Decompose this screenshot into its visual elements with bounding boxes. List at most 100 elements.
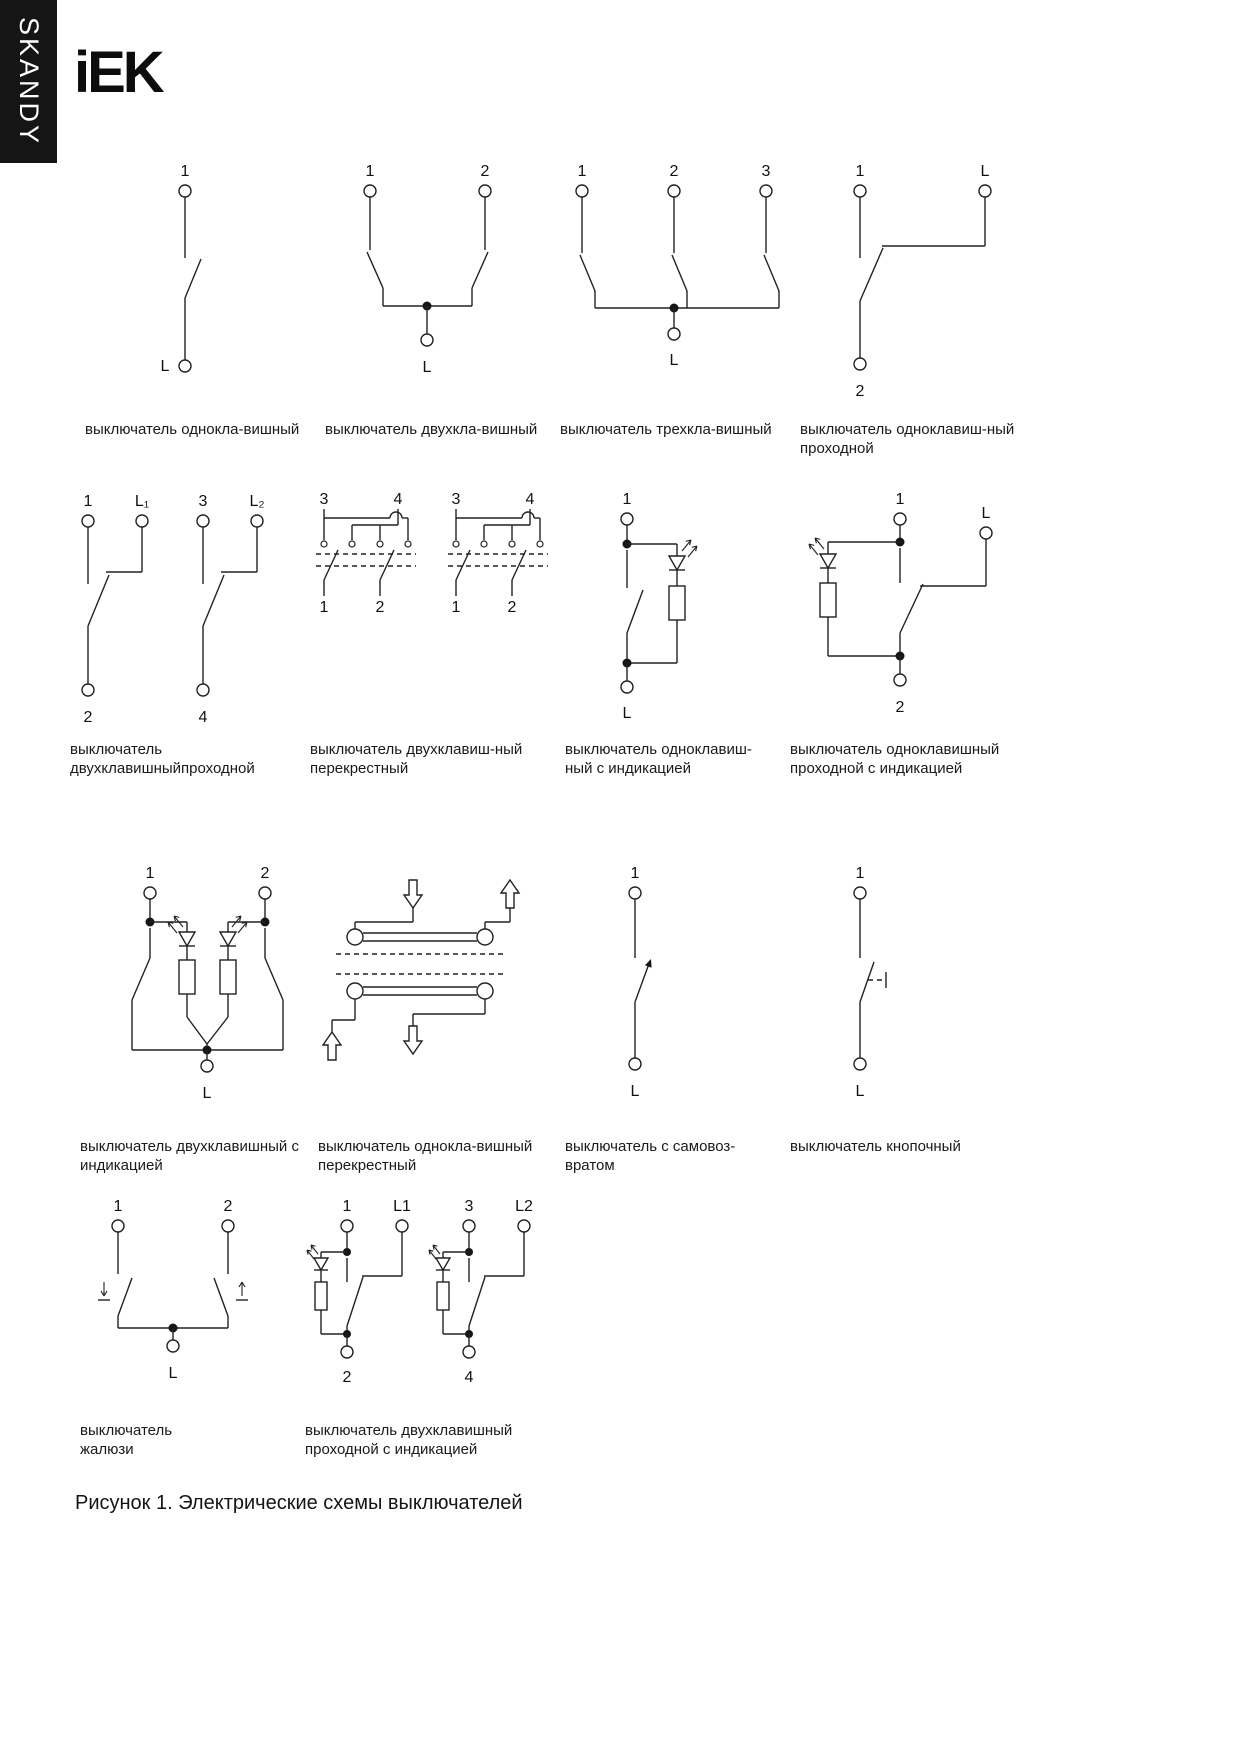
diagram-caption: выключатель одноклавиш-ный проходной bbox=[800, 420, 1030, 458]
diagram-two-gang-with-indicator: 1 2 bbox=[80, 862, 332, 1175]
caption-line: выключатель одноклавишный bbox=[790, 741, 1000, 758]
diagram-caption: выключатель однокла-вишный bbox=[85, 420, 310, 439]
diagram-blinds-switch: 1 2 L выключатель bbox=[80, 1196, 312, 1459]
schematic-three-gang-switch: 1 2 3 L bbox=[575, 163, 780, 369]
terminal-label: 1 bbox=[146, 865, 155, 882]
led-indicator bbox=[167, 915, 197, 948]
terminal-label: 1 bbox=[856, 163, 865, 180]
terminal-label: 2 bbox=[224, 1198, 233, 1215]
terminal-label: 1 bbox=[578, 163, 587, 180]
diagram-caption: выключатель жалюзи bbox=[80, 1421, 312, 1459]
figure-caption: Рисунок 1. Электрические схемы выключате… bbox=[75, 1492, 523, 1514]
led-indicator bbox=[306, 1244, 330, 1272]
diagram-caption: выключатель двухклавишный с индикацией bbox=[80, 1137, 332, 1175]
diagram-two-gang-intermediate: 3 4 1 bbox=[310, 488, 560, 778]
terminal-label: L bbox=[161, 358, 170, 375]
terminal-label: 3 bbox=[320, 491, 329, 508]
terminal-label: 3 bbox=[465, 1198, 474, 1215]
terminal-label: L bbox=[982, 505, 991, 522]
schematic-momentary-switch: 1 L bbox=[628, 865, 652, 1100]
terminal-label: 2 bbox=[896, 699, 905, 716]
terminal-label: 1 bbox=[856, 865, 865, 882]
diagram-push-button-switch: 1 L выключатель кнопочный bbox=[790, 862, 1030, 1156]
terminal-label: 4 bbox=[199, 709, 208, 726]
caption-line: проходной с индикацией bbox=[305, 1441, 478, 1458]
pole-1: 1 L₁ 2 bbox=[81, 493, 149, 726]
resistor bbox=[314, 1281, 328, 1311]
caption-line: ный с индикацией bbox=[565, 760, 691, 777]
terminal-label: L2 bbox=[515, 1198, 533, 1215]
diagram-intermediate-mechanism: выключатель однокла-вишный перекрестный bbox=[318, 862, 553, 1175]
arrow-up-icon bbox=[499, 878, 521, 909]
caption-line: проходной bbox=[800, 440, 874, 457]
schematic-intermediate-mechanism bbox=[321, 878, 521, 1061]
caption-line: перекрестный bbox=[310, 760, 409, 777]
terminal-label: 2 bbox=[481, 163, 490, 180]
diagram-caption: выключатель двухклавиш-ный перекрестный bbox=[310, 740, 560, 778]
schematic-two-gang-two-way-indicator: 1 L1 bbox=[306, 1198, 533, 1386]
diagram-switch-with-indicator: 1 L выключатель одноклавиш- bbox=[565, 488, 793, 778]
terminal-label: 4 bbox=[394, 491, 403, 508]
diagram-two-way-switch: 1 L 2 выключатель одноклавиш-ный проходн… bbox=[800, 158, 1030, 458]
caption-line: жалюзи bbox=[80, 1441, 134, 1458]
spring-return-arrow-icon bbox=[645, 959, 652, 968]
caption-line: проходной с индикацией bbox=[790, 760, 963, 777]
terminal-label: L1 bbox=[393, 1198, 411, 1215]
schematic-blinds-switch: 1 2 L bbox=[98, 1198, 248, 1382]
schematic-two-gang-switch: 1 2 L bbox=[363, 163, 492, 376]
terminal-label: 1 bbox=[84, 493, 93, 510]
terminal-label: L₁ bbox=[135, 493, 149, 510]
resistor bbox=[178, 959, 196, 995]
diagram-caption: выключатель однокла-вишный перекрестный bbox=[318, 1137, 553, 1175]
diagram-caption: выключатель двухклавишныйпроходной bbox=[70, 740, 310, 778]
terminal-label: 2 bbox=[261, 865, 270, 882]
schematic-two-gang-intermediate: 3 4 1 bbox=[316, 491, 548, 616]
caption-line: выключатель однокла-вишный bbox=[85, 421, 300, 438]
caption-line: вратом bbox=[565, 1157, 615, 1174]
terminal-label: L bbox=[169, 1365, 178, 1382]
schematic-two-gang-with-indicator: 1 2 bbox=[131, 865, 284, 1102]
caption-line: индикацией bbox=[80, 1157, 163, 1174]
arrow-down-icon bbox=[402, 879, 424, 910]
iek-logo: iEK bbox=[74, 40, 165, 105]
schematic-push-button-switch: 1 L bbox=[853, 865, 887, 1100]
diagram-single-switch: 1 L выключатель однокла-вишный bbox=[85, 158, 310, 439]
blinds-up-arrow-icon bbox=[236, 1281, 248, 1301]
series-label: SKANDY bbox=[14, 16, 44, 147]
caption-line: выключатель bbox=[70, 741, 163, 758]
diagram-caption: выключатель одноклавишный проходной с ин… bbox=[790, 740, 1030, 778]
schematic-two-way-with-indicator: 1 L 2 bbox=[808, 491, 993, 716]
resistor bbox=[219, 959, 237, 995]
diagram-three-gang-switch: 1 2 3 L выключатель трехкла-вишный bbox=[560, 158, 788, 439]
diagram-caption: выключатель одноклавиш- ный с индикацией bbox=[565, 740, 793, 778]
pole-1: 1 L1 bbox=[306, 1198, 411, 1386]
terminal-label: 1 bbox=[366, 163, 375, 180]
caption-line: перекрестный bbox=[318, 1157, 417, 1174]
terminal-label: 1 bbox=[343, 1198, 352, 1215]
resistor bbox=[819, 582, 837, 618]
pole-2: 3 L₂ 4 bbox=[196, 493, 265, 726]
terminal-label: 1 bbox=[452, 599, 461, 616]
caption-line: выключатель bbox=[80, 1422, 173, 1439]
intermediate-block-2: 3 4 1 bbox=[448, 491, 548, 616]
schematic-switch-with-indicator: 1 L bbox=[620, 491, 698, 722]
schematic-two-way-switch: 1 L 2 bbox=[853, 163, 992, 400]
caption-line: выключатель двухклавиш-ный bbox=[310, 741, 523, 758]
terminal-label: 4 bbox=[465, 1369, 474, 1386]
caption-line: выключатель одноклавиш- bbox=[565, 741, 752, 758]
terminal-label: L bbox=[423, 359, 432, 376]
arrow-up-icon bbox=[321, 1030, 343, 1061]
terminal-label: 1 bbox=[631, 865, 640, 882]
terminal-label: 2 bbox=[508, 599, 517, 616]
terminal-label: 3 bbox=[762, 163, 771, 180]
terminal-label: 2 bbox=[84, 709, 93, 726]
terminal-label: L bbox=[623, 705, 632, 722]
terminal-label: 3 bbox=[199, 493, 208, 510]
caption-line: выключатель с самовоз- bbox=[565, 1138, 736, 1155]
terminal-label: L₂ bbox=[249, 493, 264, 510]
arrow-down-icon bbox=[402, 1025, 424, 1056]
intermediate-block-1: 3 4 1 bbox=[316, 491, 416, 616]
schematic-single-switch: 1 L bbox=[161, 163, 202, 375]
terminal-label: 1 bbox=[896, 491, 905, 508]
diagram-momentary-switch: 1 L выключатель с самовоз- вратом bbox=[565, 862, 793, 1175]
